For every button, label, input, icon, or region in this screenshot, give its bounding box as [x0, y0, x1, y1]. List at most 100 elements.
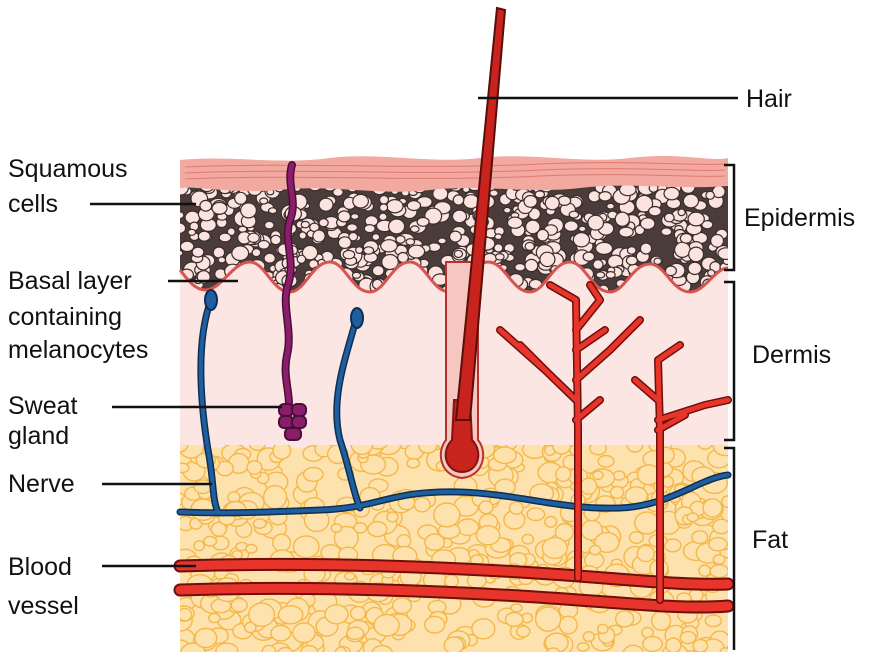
- fat-cell: [325, 605, 348, 624]
- epidermis-cell: [626, 256, 637, 265]
- fat-cell: [527, 508, 545, 520]
- epidermis-cell: [180, 241, 193, 251]
- fat-cell: [506, 612, 523, 626]
- epidermis-cell: [188, 229, 196, 235]
- fat-cell: [536, 607, 561, 631]
- epidermis-cell: [654, 258, 661, 264]
- epidermis-cell: [453, 195, 464, 205]
- epidermis-cell: [299, 232, 306, 239]
- fat-cell: [273, 534, 291, 551]
- fat-cell: [304, 467, 324, 481]
- epidermis-cell: [545, 196, 559, 209]
- fat-cell: [209, 614, 220, 623]
- fat-cell: [692, 531, 708, 544]
- epidermis-cell: [588, 215, 604, 230]
- epidermis-cell: [175, 250, 183, 256]
- epidermis-cell: [212, 202, 227, 214]
- epidermis-cell: [706, 191, 714, 199]
- label-blood-1: Blood: [8, 553, 72, 581]
- label-nerve: Nerve: [8, 470, 75, 498]
- fat-cell: [445, 575, 459, 587]
- epidermis-cell: [664, 187, 679, 199]
- epidermis-cell: [372, 266, 384, 276]
- epidermis-cell: [347, 224, 358, 232]
- fat-cell: [494, 447, 517, 463]
- fat-cell: [293, 536, 319, 558]
- label-squamous-1: Squamous: [8, 155, 128, 183]
- label-blood-2: vessel: [8, 592, 79, 620]
- fat-cell: [195, 628, 217, 647]
- fat-cell: [351, 607, 366, 620]
- fat-cell: [444, 637, 463, 652]
- epidermis-cell: [265, 221, 274, 229]
- epidermis-cell: [352, 272, 360, 278]
- epidermis-cell: [408, 245, 424, 258]
- epidermis-cell: [665, 213, 675, 222]
- epidermis-cell: [241, 203, 257, 218]
- fat-cell: [583, 632, 594, 642]
- fat-cell: [517, 626, 530, 637]
- epidermis-cell: [379, 213, 387, 220]
- epidermis-cell: [599, 192, 611, 201]
- fat-cell: [693, 640, 707, 652]
- fat-cell: [278, 606, 302, 624]
- fat-cell: [407, 459, 419, 468]
- fat-cell: [271, 626, 291, 641]
- epidermis-cell: [173, 223, 186, 234]
- fat-cell: [368, 522, 387, 537]
- fat-cell: [610, 487, 623, 499]
- epidermis-cell: [407, 201, 420, 211]
- fat-cell: [397, 535, 411, 548]
- epidermis-cell: [619, 227, 633, 237]
- epidermis-cell: [364, 247, 374, 254]
- fat-cell: [705, 615, 721, 627]
- fat-cell: [710, 565, 728, 578]
- fat-cell: [713, 555, 725, 564]
- epidermis-cell: [535, 191, 544, 198]
- fat-cell: [264, 486, 287, 509]
- fat-cell: [559, 616, 577, 634]
- epidermis-cell: [417, 218, 429, 227]
- fat-cell: [434, 503, 460, 527]
- epidermis-cell: [558, 196, 571, 205]
- label-basal-3: melanocytes: [8, 336, 148, 364]
- epidermis-cell: [596, 272, 605, 278]
- epidermis-cell: [343, 250, 355, 258]
- epidermis-cell: [711, 235, 724, 248]
- fat-cell: [247, 461, 262, 474]
- epidermis-cell: [524, 196, 537, 208]
- fat-cell: [689, 589, 703, 602]
- epidermis-cell: [218, 257, 225, 263]
- epidermis-cell: [680, 234, 692, 244]
- fat-cell: [720, 648, 730, 652]
- fat-cell: [374, 615, 399, 636]
- epidermis-cell: [678, 209, 685, 216]
- epidermis-cell: [319, 219, 328, 227]
- epidermis-cell: [615, 212, 629, 226]
- epidermis-cell: [494, 244, 503, 252]
- epidermis-cell: [495, 234, 502, 240]
- epidermis-cell: [504, 207, 511, 213]
- epidermis-cell: [525, 259, 538, 271]
- epidermis-cell: [688, 212, 704, 226]
- epidermis-cell: [450, 231, 462, 242]
- epidermis-cell: [338, 211, 350, 222]
- fat-cell: [425, 616, 445, 633]
- fat-cell: [722, 496, 734, 507]
- epidermis-cell: [649, 207, 662, 216]
- epidermis-cell: [258, 241, 269, 250]
- fat-cell: [511, 604, 522, 612]
- fat-cell: [387, 512, 398, 522]
- epidermis-cell: [380, 196, 389, 205]
- fat-cell: [652, 612, 671, 631]
- fat-cell: [703, 499, 722, 517]
- fat-cell: [581, 478, 597, 494]
- label-basal-2: containing: [8, 303, 122, 331]
- epidermis-cell: [406, 239, 415, 245]
- epidermis-cell: [689, 247, 704, 262]
- epidermis-cell: [593, 260, 603, 270]
- epidermis-cell: [319, 198, 333, 211]
- fat-cell: [472, 619, 495, 639]
- label-dermis: Dermis: [752, 341, 831, 369]
- epidermis-cell: [540, 252, 555, 266]
